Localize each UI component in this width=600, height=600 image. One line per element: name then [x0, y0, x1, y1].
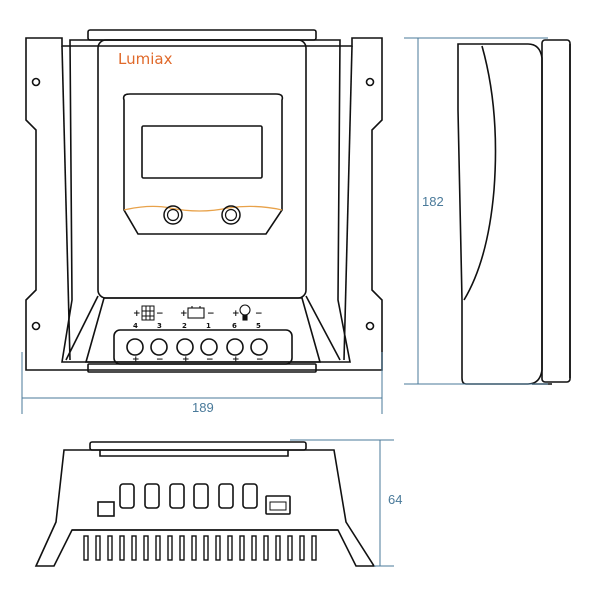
terminal-block-5 — [218, 483, 234, 509]
brand-logo: Lumiax — [118, 50, 173, 68]
button-left[interactable] — [163, 205, 183, 225]
polarity-5: + — [232, 355, 240, 365]
terminal-number-4: 4 — [133, 322, 138, 330]
terminal-block-3 — [169, 483, 185, 509]
depth-dimension — [290, 439, 394, 567]
terminal-number-6: 6 — [232, 322, 237, 330]
rj45-port-inner — [269, 501, 287, 511]
front-mounting-bracket — [25, 37, 383, 371]
solar-minus-label: − — [156, 309, 164, 319]
terminal-housing — [113, 329, 293, 365]
terminal-number-5: 5 — [256, 322, 261, 330]
side-connector — [97, 501, 115, 517]
mounting-hole-top-right — [365, 77, 375, 87]
battery-plus-label: + — [180, 309, 188, 319]
width-label: 189 — [192, 400, 214, 415]
polarity-6: − — [256, 355, 264, 365]
terminal-block-2 — [144, 483, 160, 509]
bottom-top-cover — [89, 441, 307, 451]
terminal-screw-3 — [150, 338, 168, 356]
front-body — [61, 39, 351, 363]
side-back-plate — [541, 39, 571, 383]
terminal-panel-inner-left — [65, 295, 99, 361]
load-minus-label: − — [255, 309, 263, 319]
cooling-fins — [83, 535, 317, 561]
display-bezel — [122, 93, 284, 235]
polarity-2: − — [156, 355, 164, 365]
front-view — [25, 29, 383, 373]
button-right[interactable] — [221, 205, 241, 225]
accent-line — [123, 205, 283, 212]
mounting-hole-bottom-right — [365, 321, 375, 331]
battery-minus-label: − — [207, 309, 215, 319]
width-dimension — [21, 352, 383, 414]
terminal-block-4 — [193, 483, 209, 509]
terminal-number-1: 1 — [206, 322, 211, 330]
polarity-4: − — [206, 355, 214, 365]
terminal-screw-5 — [250, 338, 268, 356]
terminal-screw-2 — [176, 338, 194, 356]
height-dimension — [404, 37, 548, 385]
terminal-panel — [84, 297, 322, 363]
light-bulb-icon — [239, 304, 251, 321]
height-label: 182 — [422, 194, 444, 209]
mounting-hole-top-left — [31, 77, 41, 87]
front-base-strip — [87, 363, 317, 373]
load-plus-label: + — [232, 309, 240, 319]
solar-plus-label: + — [133, 309, 141, 319]
side-face-curve — [463, 45, 497, 301]
terminal-screw-1 — [200, 338, 218, 356]
terminal-number-2: 2 — [182, 322, 187, 330]
terminal-screw-6 — [226, 338, 244, 356]
front-face-panel — [97, 39, 307, 299]
depth-label: 64 — [388, 492, 402, 507]
front-right-rail — [343, 45, 353, 361]
polarity-1: + — [132, 355, 140, 365]
lcd-screen — [141, 125, 263, 179]
terminal-block-6 — [242, 483, 258, 509]
bottom-view — [34, 441, 376, 567]
side-body-front — [457, 43, 543, 385]
solar-panel-icon — [141, 305, 155, 321]
polarity-3: + — [182, 355, 190, 365]
bottom-cover-lip — [99, 450, 289, 457]
terminal-number-3: 3 — [157, 322, 162, 330]
terminal-block-1 — [119, 483, 135, 509]
side-view — [457, 39, 571, 385]
front-left-rail — [61, 45, 71, 361]
mounting-hole-bottom-left — [31, 321, 41, 331]
terminal-screw-4 — [126, 338, 144, 356]
terminal-panel-inner-right — [305, 295, 341, 361]
battery-icon — [187, 306, 205, 319]
rj45-port — [265, 495, 291, 515]
front-top-plate — [87, 29, 317, 41]
